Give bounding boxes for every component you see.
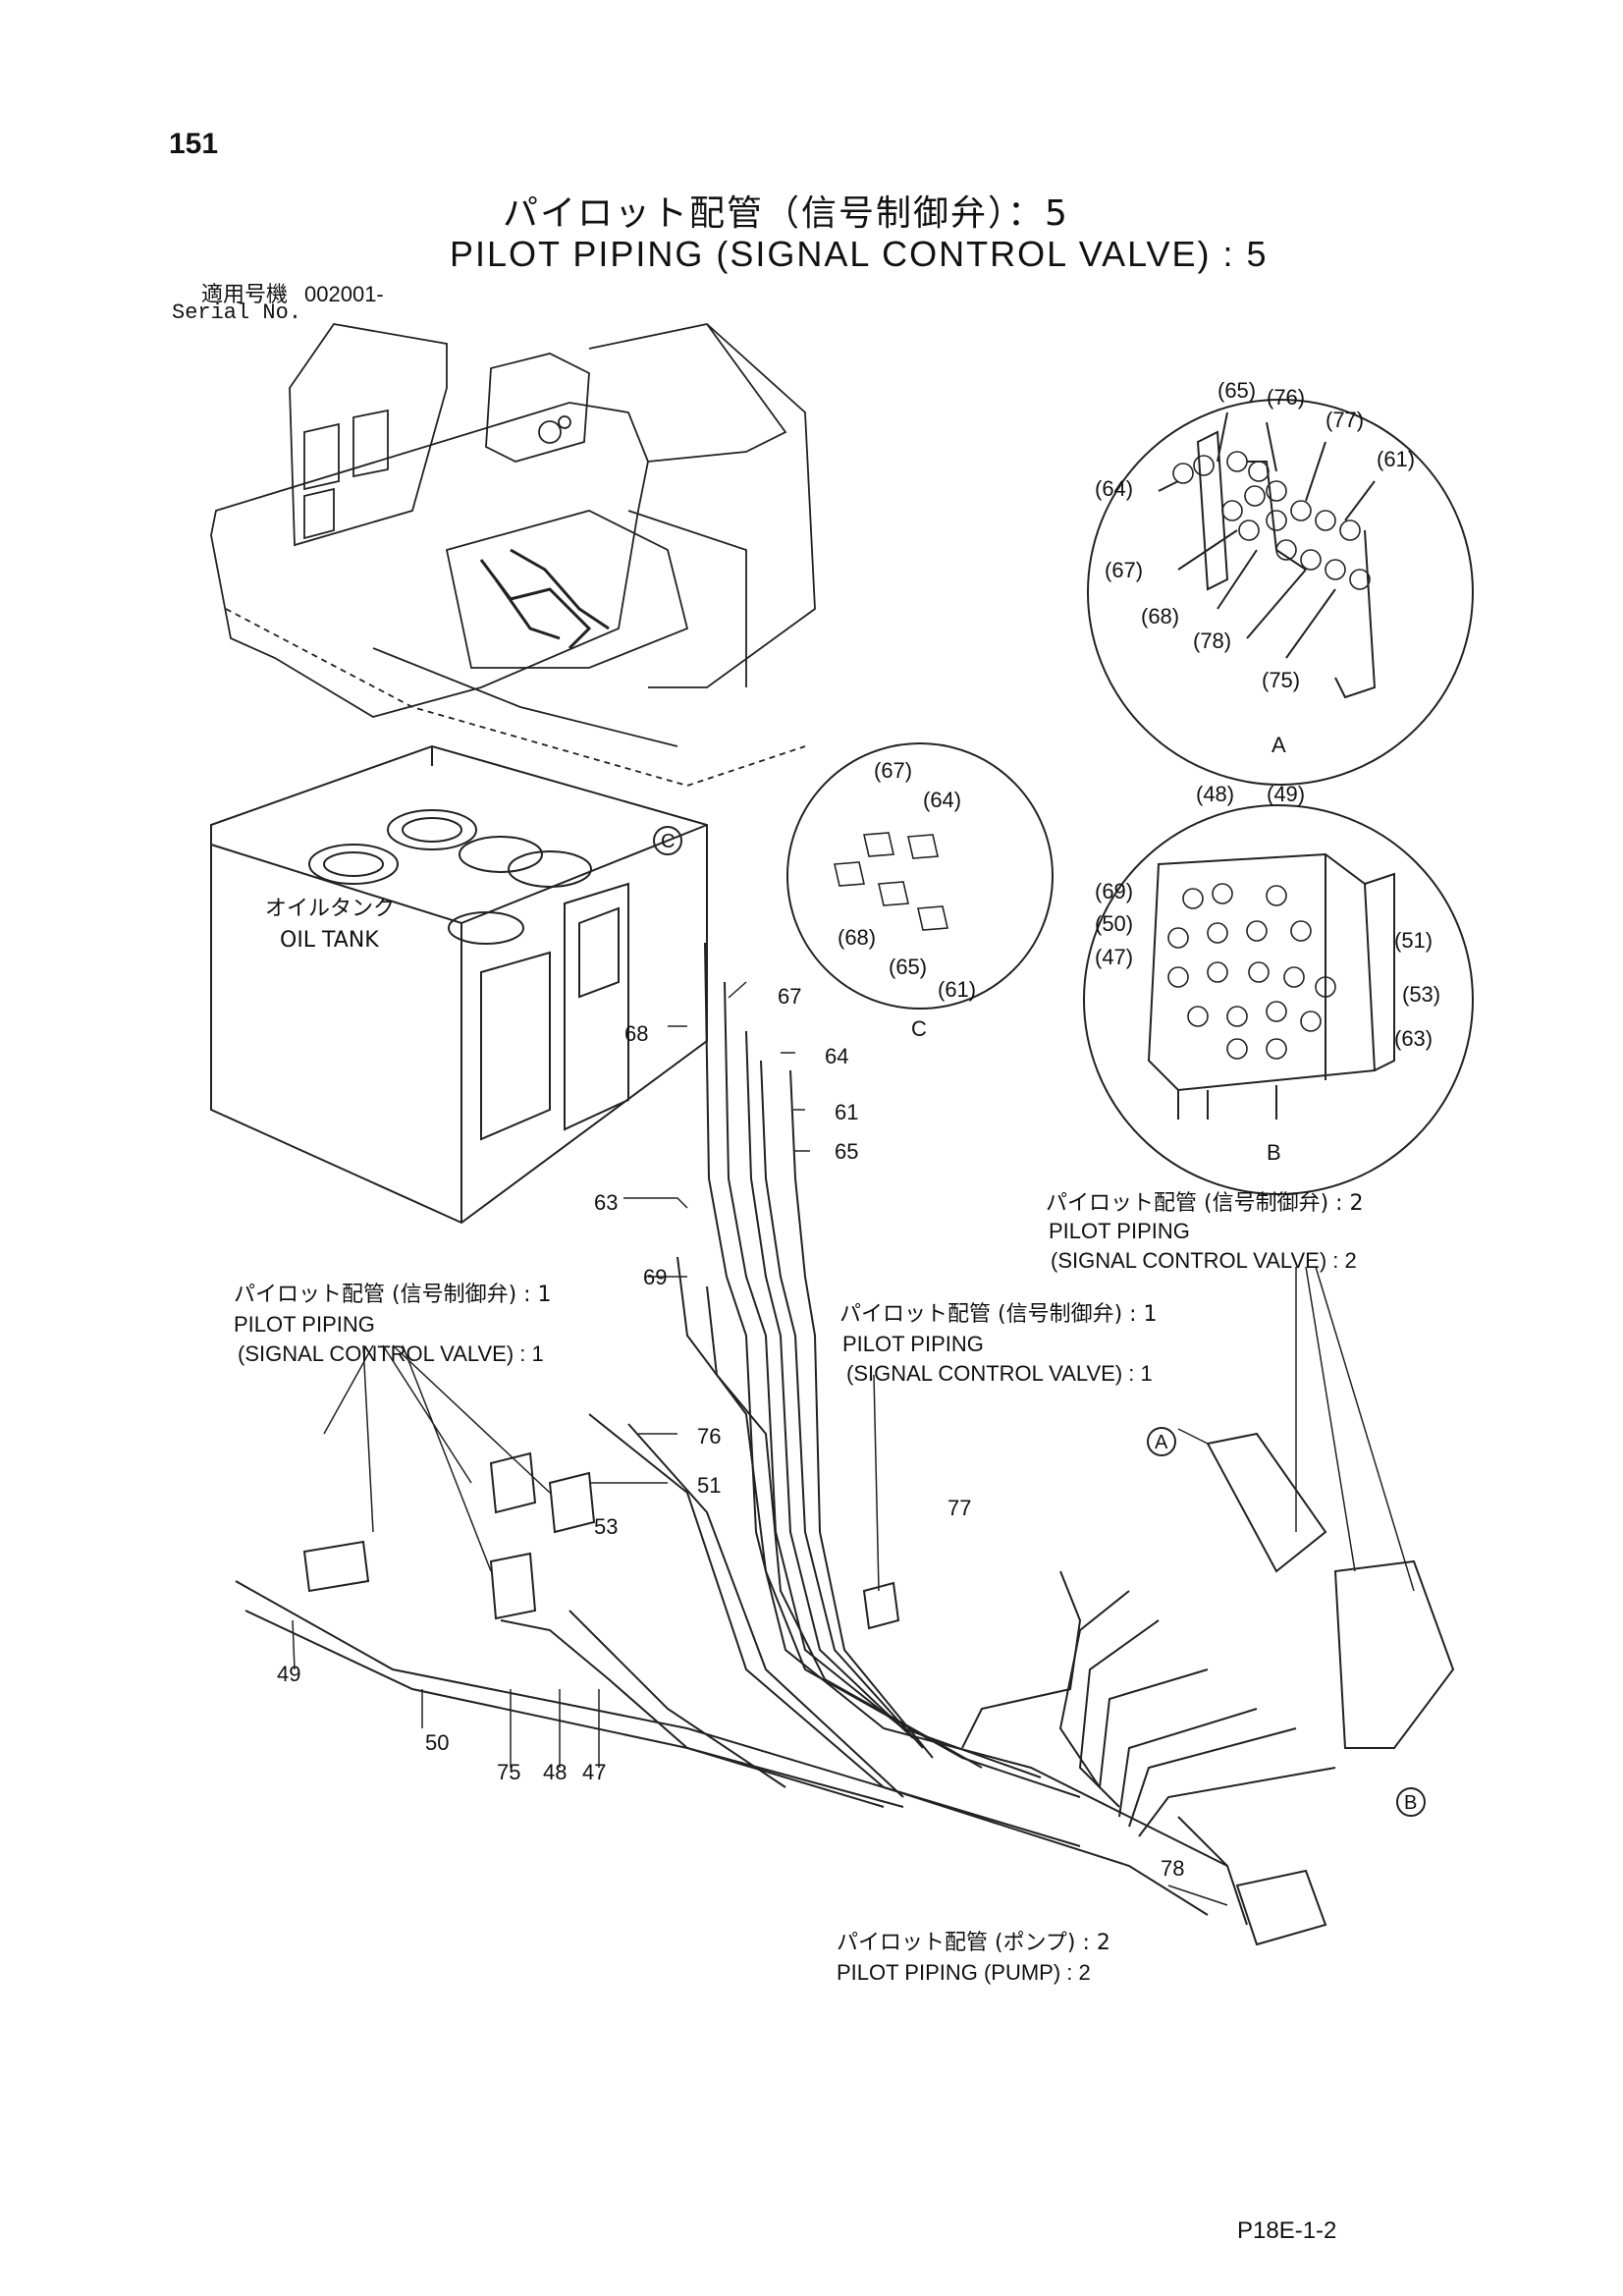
valve-blocks (302, 1432, 1455, 1946)
ref-left-jp: パイロット配管 (信号制御弁) : 1 (234, 1283, 552, 1307)
detail-a-label: (61) (1377, 447, 1416, 471)
part-number: 64 (825, 1044, 849, 1068)
detail-c-letter: C (911, 1016, 927, 1041)
machine-overview-drawing (210, 323, 816, 787)
serial-jp-text: 適用号機 (201, 283, 289, 307)
part-number: 75 (497, 1760, 521, 1784)
detail-a-label: (75) (1262, 668, 1301, 692)
detail-c-label: (67) (874, 758, 913, 783)
part-number: 47 (582, 1760, 607, 1784)
detail-circle-b (1083, 804, 1474, 1195)
detail-circle-a (1087, 399, 1474, 786)
detail-a-letter: A (1271, 733, 1286, 757)
detail-b-label: (50) (1095, 911, 1134, 936)
detail-b-label: (69) (1095, 879, 1134, 903)
ref-center-jp: パイロット配管 (信号制御弁) : 1 (839, 1302, 1158, 1327)
detail-b-label: (49) (1267, 782, 1306, 806)
part-number: 53 (594, 1514, 619, 1539)
callout-c-top (653, 826, 682, 855)
part-number: 50 (425, 1730, 450, 1755)
detail-b-label: (48) (1196, 782, 1235, 806)
ref-right-jp: パイロット配管 (信号制御弁) : 2 (1046, 1191, 1364, 1216)
ref-center-en1: PILOT PIPING (842, 1332, 984, 1356)
part-number: 68 (624, 1021, 649, 1046)
callout-a-letter: A (1155, 1432, 1168, 1453)
detail-a-label: (64) (1095, 476, 1134, 501)
detail-b-label: (63) (1394, 1026, 1434, 1051)
detail-c-label: (64) (923, 788, 962, 812)
page-number: 151 (169, 128, 219, 160)
detail-b-label: (53) (1402, 982, 1441, 1007)
detail-c-label: (68) (838, 925, 877, 950)
serial-label-en: Serial No. (172, 301, 302, 325)
callout-b-letter: B (1404, 1792, 1417, 1814)
serial-value: 002001- (304, 282, 384, 306)
detail-a-label: (65) (1217, 378, 1257, 403)
detail-a-label: (68) (1141, 604, 1180, 629)
oil-tank-drawing (210, 744, 708, 1225)
detail-a-label: (77) (1325, 408, 1365, 432)
title-english: PILOT PIPING (SIGNAL CONTROL VALVE) : 5 (450, 234, 1269, 274)
detail-b-letter: B (1267, 1140, 1281, 1165)
detail-circle-c (786, 742, 1054, 1010)
title-japanese: パイロット配管（信号制御弁）：5 (503, 193, 1069, 234)
detail-a-label: (67) (1105, 558, 1144, 582)
part-number: 65 (835, 1139, 859, 1164)
part-number: 48 (543, 1760, 568, 1784)
detail-a-label: (78) (1193, 629, 1232, 653)
part-number: 77 (947, 1496, 972, 1520)
serial-label-jp: 適用号機 002001- (201, 277, 384, 308)
oil-tank-label-en: OIL TANK (280, 928, 379, 953)
ref-left-en1: PILOT PIPING (234, 1312, 375, 1337)
callout-b-bottom (1396, 1787, 1426, 1817)
part-number: 78 (1161, 1856, 1185, 1881)
part-number: 61 (835, 1100, 859, 1124)
callout-a-bottom (1147, 1427, 1176, 1456)
footer-page-code: P18E-1-2 (1237, 2217, 1337, 2244)
ref-right-en1: PILOT PIPING (1049, 1219, 1190, 1243)
callout-c-letter: C (661, 831, 675, 852)
pipe-lines (235, 942, 1336, 1926)
ref-center-en2: (SIGNAL CONTROL VALVE) : 1 (846, 1361, 1153, 1386)
part-number: 49 (277, 1662, 301, 1686)
ref-pump-jp: パイロット配管 (ポンプ) : 2 (837, 1931, 1110, 1955)
part-number: 67 (778, 984, 802, 1009)
part-number: 76 (697, 1424, 722, 1449)
detail-b-label: (51) (1394, 928, 1434, 953)
leader-lines (292, 981, 1415, 1906)
ref-pump-en: PILOT PIPING (PUMP) : 2 (837, 1960, 1091, 1985)
ref-right-en2: (SIGNAL CONTROL VALVE) : 2 (1051, 1248, 1357, 1273)
oil-tank-label-jp: オイルタンク (265, 897, 396, 921)
ref-left-en2: (SIGNAL CONTROL VALVE) : 1 (238, 1341, 544, 1366)
part-number: 51 (697, 1473, 722, 1498)
detail-c-label: (65) (889, 955, 928, 979)
part-number: 63 (594, 1190, 619, 1215)
detail-b-label: (47) (1095, 945, 1134, 969)
detail-a-label: (76) (1267, 385, 1306, 410)
part-number: 69 (643, 1265, 668, 1289)
detail-c-label: (61) (938, 977, 977, 1002)
